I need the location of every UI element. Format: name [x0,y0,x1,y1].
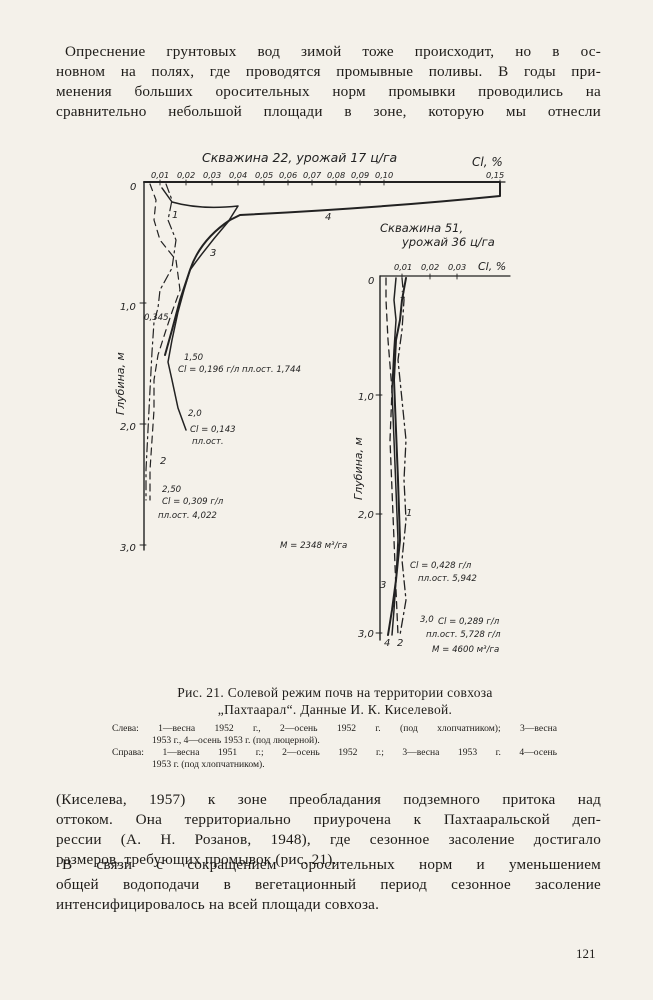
annotation: Cl = 0,309 г/л [162,497,224,507]
annotation: M = 4600 м³/га [432,645,499,655]
caption-line: „Пахтаарал“. Данные И. К. Киселевой. [217,702,453,717]
depth-label: 2,0 [358,510,374,521]
tick-label: 0,04 [229,170,247,180]
left-curve-2 [145,183,177,501]
text-line: менения больших оросительных норм промыв… [56,83,601,100]
tick-label: 0,02 [177,170,195,180]
caption-line: Рис. 21. Солевой режим почв на территори… [177,685,493,700]
figure-21: Скважина 22, урожай 17 ц/га Cl, % 0,01 0… [80,140,600,680]
legend-right: Справа: 1—весна 1951 г.; 2—осень 1952 г.… [112,747,557,771]
left-curve-3 [161,187,239,431]
text-line: сравнительно небольшой площади в зоне, к… [56,103,601,120]
text-line: Опреснение грунтовых вод зимой тоже прои… [65,43,601,60]
annotation: пл.ост. 5,942 [418,574,477,584]
right-curve-label-1: 1 [400,290,406,301]
depth-label: 0 [368,276,374,287]
legend-line: Слева: 1—весна 1952 г., 2—осень 1952 г. … [112,723,557,734]
text-line: общей водоподачи в вегетационный период … [56,876,601,893]
text-line: В связи с сокращением оросительных норм … [62,856,601,873]
text-line: рессии (А. Н. Розанов, 1948), где сезонн… [56,831,601,848]
annotation: 1,50 [184,353,204,363]
page-number: 121 [576,946,596,961]
tick-label: 0,08 [327,170,345,180]
tick-label: 0,09 [351,170,369,180]
right-chart-title-line2: урожай 36 ц/га [401,235,495,249]
tick-label: 0,03 [203,170,221,180]
left-curve-4 [143,181,501,356]
annotation: 2,0 [188,409,202,419]
left-curve-label-3: 3 [210,248,216,259]
left-cl-unit: Cl, % [472,155,503,169]
right-curve-label-2: 2 [397,638,403,649]
right-cl-unit: Cl, % [478,260,506,273]
tick-label: 0,06 [279,170,297,180]
left-curve-label-4: 4 [325,212,331,223]
left-curve-label-2: 2 [160,456,166,467]
annotation: пл.ост. 5,728 г/л [426,630,501,640]
legend-line: Справа: 1—весна 1951 г.; 2—осень 1952 г.… [112,747,557,758]
annotation: Cl = 0,143 [190,425,236,435]
depth-label: 3,0 [120,543,136,554]
text-line: размеров, требующих промывок (рис. 21). [56,851,337,868]
text-line: новном на полях, где проводятся промывны… [56,63,601,80]
text-line: (Киселева, 1957) к зоне преобладания под… [56,791,601,808]
depth-label: 1,0 [120,302,136,313]
left-curve-label-1: 1 [172,210,178,221]
text-line: интенсифицировалось на всей площади совх… [56,896,380,913]
paragraph-3: В связи с сокращением оросительных норм … [56,855,601,915]
tick-label: 0,05 [255,170,273,180]
left-chart-title: Скважина 22, урожай 17 ц/га [202,150,397,165]
legend-left: Слева: 1—весна 1952 г., 2—осень 1952 г. … [112,723,557,747]
right-curve-label-4: 4 [384,638,390,649]
annotation: 3,0 [420,615,434,625]
tick-label: 0,15 [486,170,504,180]
right-chart-title-line1: Скважина 51, [380,221,463,235]
paragraph-1: Опреснение грунтовых вод зимой тоже прои… [56,42,601,122]
tick-label: 0,03 [448,262,466,272]
annotation: Cl = 0,428 г/л [410,561,472,571]
annotation: Cl = 0,196 г/л пл.ост. 1,744 [178,365,301,375]
tick-label: 0,02 [421,262,439,272]
legend-line: 1953 г., 4—осень 1953 г. (под люцерной). [152,735,320,746]
tick-label: 0,01 [394,262,412,272]
right-curve-1 [385,277,399,636]
right-curve-4 [387,277,407,636]
depth-label: 1,0 [358,392,374,403]
right-curve-label-1b: 1 [406,508,412,519]
depth-label: 0 [130,182,136,193]
tick-label: 0,10 [375,170,393,180]
annotation: M = 2348 м³/га [280,541,347,551]
annotation: пл.ост. [192,437,224,447]
annotation: 2,50 [162,485,182,495]
legend-line: 1953 г. (под хлопчатником). [152,759,265,770]
tick-label: 0,01 [151,170,169,180]
depth-label: 3,0 [358,629,374,640]
left-depth-axis-title: Глубина, м [114,352,127,415]
depth-label: 2,0 [120,422,136,433]
left-curve-1 [149,183,181,501]
annotation: 0,345 [144,313,169,323]
text-line: оттоком. Она территориально приурочена к… [56,811,601,828]
figure-caption: Рис. 21. Солевой режим почв на территори… [100,684,570,718]
annotation: Cl = 0,289 г/л [438,617,500,627]
tick-label: 0,07 [303,170,322,180]
right-depth-axis-title: Глубина, м [352,437,365,500]
figure-plot: Скважина 22, урожай 17 ц/га Cl, % 0,01 0… [114,150,511,655]
annotation: пл.ост. 4,022 [158,511,217,521]
right-curve-2 [397,277,407,636]
right-curve-label-3: 3 [380,580,386,591]
paragraph-2: (Киселева, 1957) к зоне преобладания под… [56,790,601,870]
